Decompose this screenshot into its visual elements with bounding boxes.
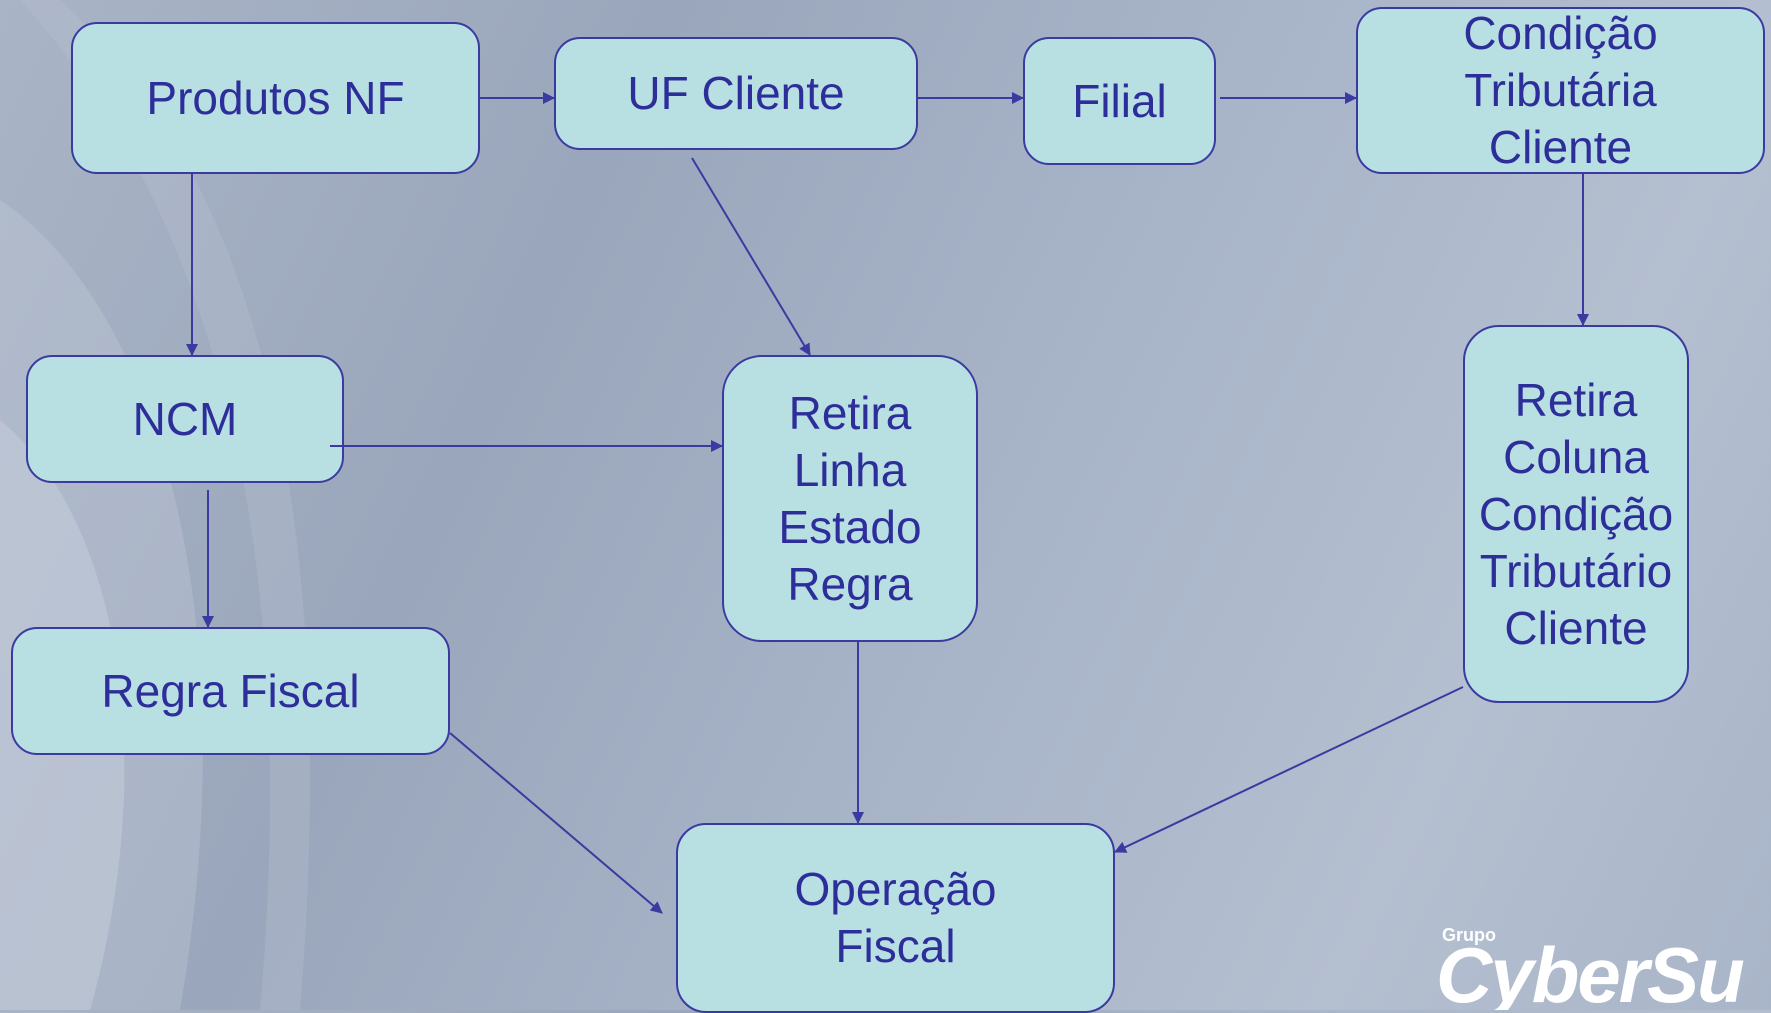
logo-grupo-text: Grupo — [1442, 925, 1496, 945]
label-line: Cliente — [1504, 601, 1648, 654]
node-retira-linha-estado-regra-label: Retira Linha Estado Regra — [778, 385, 921, 613]
label-line: NCM — [132, 392, 238, 445]
label-line: Estado — [778, 500, 922, 553]
arrow-regra-fiscal-to-operacao — [449, 732, 663, 914]
label-line: UF Cliente — [627, 67, 845, 119]
node-retira-coluna-label: Retira Coluna Condição Tributário Client… — [1479, 372, 1673, 657]
label-line: Condição — [1463, 7, 1658, 59]
logo-cybersu-text: CyberSu — [1436, 931, 1745, 1010]
node-operacao-fiscal: Operação Fiscal — [676, 823, 1115, 1013]
label-line: Fiscal — [835, 920, 956, 972]
node-condicao-tributaria-cliente-label: Condição Tributária Cliente — [1463, 5, 1657, 176]
node-produtos-nf-label: Produtos NF — [146, 70, 404, 127]
label-line: Produtos NF — [146, 71, 405, 124]
label-line: Retira — [1514, 373, 1638, 426]
node-produtos-nf: Produtos NF — [71, 22, 480, 174]
node-ncm-label: NCM — [133, 391, 238, 448]
node-filial: Filial — [1023, 37, 1216, 165]
node-retira-linha-estado-regra: Retira Linha Estado Regra — [722, 355, 978, 642]
label-line: Coluna — [1503, 430, 1649, 483]
cybersul-logo: Grupo CyberSu — [1400, 900, 1771, 1010]
arrow-uf-to-retira-linha — [691, 157, 811, 356]
node-regra-fiscal-label: Regra Fiscal — [101, 663, 359, 720]
node-retira-coluna-condicao-tributario-cliente: Retira Coluna Condição Tributário Client… — [1463, 325, 1689, 703]
label-line: Filial — [1072, 74, 1167, 127]
label-line: Linha — [793, 443, 907, 496]
label-line: Regra Fiscal — [101, 664, 360, 717]
node-operacao-fiscal-label: Operação Fiscal — [794, 861, 996, 975]
node-condicao-tributaria-cliente: Condição Tributária Cliente — [1356, 7, 1765, 174]
label-line: Operação — [794, 863, 997, 915]
node-uf-cliente-label: UF Cliente — [627, 65, 844, 122]
node-filial-label: Filial — [1072, 73, 1167, 130]
node-uf-cliente: UF Cliente — [554, 37, 918, 150]
label-line: Regra — [787, 557, 913, 610]
label-line: Tributário — [1479, 544, 1673, 597]
label-line: Condição — [1478, 487, 1674, 540]
label-line: Retira — [788, 386, 912, 439]
label-line: Tributária — [1464, 64, 1657, 116]
node-ncm: NCM — [26, 355, 344, 483]
node-regra-fiscal: Regra Fiscal — [11, 627, 450, 755]
label-line: Cliente — [1488, 121, 1633, 173]
arrow-retira-coluna-to-operacao — [1114, 686, 1464, 853]
